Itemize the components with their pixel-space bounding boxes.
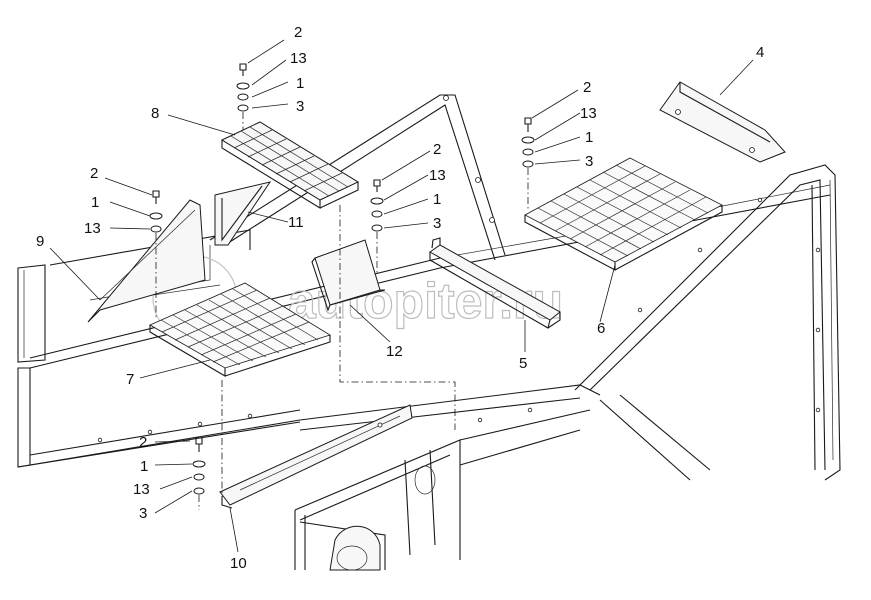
part-12-bent-bracket	[311, 239, 386, 312]
callout-2: 2	[139, 434, 147, 451]
callout-13: 13	[133, 481, 150, 498]
hardware-stack-a	[236, 63, 250, 112]
callout-1: 1	[296, 75, 304, 92]
part-6-floor-grid	[524, 157, 723, 271]
callout-3: 3	[433, 215, 441, 232]
callout-10: 10	[230, 555, 247, 572]
callout-2: 2	[90, 165, 98, 182]
part-9-side-plate	[87, 199, 206, 323]
callout-13: 13	[290, 50, 307, 67]
callout-1: 1	[433, 191, 441, 208]
callout-12: 12	[386, 343, 403, 360]
callout-1: 1	[140, 458, 148, 475]
callout-13: 13	[580, 105, 597, 122]
assembly-center-lines	[155, 112, 529, 510]
callout-4: 4	[756, 44, 764, 61]
callout-11: 11	[288, 214, 304, 231]
callout-13: 13	[429, 167, 446, 184]
callout-3: 3	[139, 505, 147, 522]
hardware-stack-e	[192, 437, 206, 495]
leader-lines	[49, 39, 754, 553]
part-4-angle-bracket	[659, 81, 786, 163]
part-7-floor-grid	[149, 282, 331, 377]
callout-6: 6	[597, 320, 605, 337]
callout-3: 3	[585, 153, 593, 170]
callout-1: 1	[585, 129, 593, 146]
callout-2: 2	[583, 79, 591, 96]
part-11-corner-bracket	[214, 181, 272, 246]
callout-2: 2	[433, 141, 441, 158]
callout-13: 13	[84, 220, 101, 237]
callouts: 2 13 1 3 8 4 2 13 1 3 2 13 1 3 2 1 13 9 …	[36, 24, 764, 572]
callout-9: 9	[36, 233, 44, 250]
part-5-channel-rail	[429, 237, 561, 329]
hardware-stack-b	[521, 117, 535, 168]
part-8-grid-tray	[220, 121, 360, 209]
callout-1: 1	[91, 194, 99, 211]
hardware-stack-d	[149, 190, 163, 233]
callout-2: 2	[294, 24, 302, 41]
callout-3: 3	[296, 98, 304, 115]
callout-8: 8	[151, 105, 159, 122]
callout-7: 7	[126, 371, 134, 388]
part-10-long-strip	[219, 404, 413, 509]
callout-5: 5	[519, 355, 527, 372]
hardware-stack-c	[370, 179, 384, 232]
